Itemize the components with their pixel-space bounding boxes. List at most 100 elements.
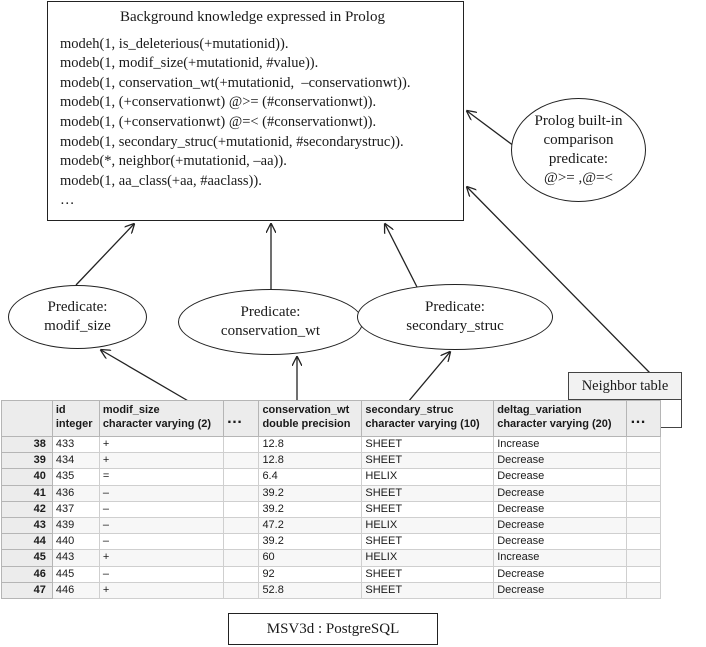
cell-secondary-struc[interactable]: HELIX — [361, 549, 495, 567]
cell-conservation-wt[interactable]: 12.8 — [258, 435, 363, 454]
cell-modif-size[interactable]: – — [98, 500, 224, 518]
cell-conservation-wt[interactable]: 39.2 — [258, 533, 363, 551]
cell-ellipsis[interactable] — [222, 435, 260, 454]
cell-rownum: 46 — [1, 565, 53, 583]
cell-id[interactable]: 436 — [51, 484, 100, 502]
cell-ellipsis[interactable] — [222, 549, 260, 567]
cell-deltag-variation[interactable]: Increase — [493, 549, 627, 567]
cell-secondary-struc[interactable]: HELIX — [361, 468, 495, 486]
cell-ellipsis[interactable] — [222, 565, 260, 583]
cell-conservation-wt[interactable]: 39.2 — [258, 500, 363, 518]
cell-modif-size[interactable]: – — [98, 533, 224, 551]
cell-deltag-variation[interactable]: Decrease — [493, 500, 627, 518]
cell-ellipsis[interactable] — [625, 435, 662, 454]
cell-deltag-variation[interactable]: Decrease — [493, 516, 627, 535]
cell-ellipsis[interactable] — [222, 581, 260, 599]
cell-modif-size[interactable]: – — [98, 516, 224, 535]
prolog-line: modeb(1, conservation_wt(+mutationid, –c… — [60, 74, 411, 91]
cell-ellipsis[interactable] — [625, 565, 662, 583]
cell-deltag-variation[interactable]: Decrease — [493, 452, 627, 470]
cell-modif-size[interactable]: + — [98, 549, 224, 567]
predicate-conservation-wt-ellipse: Predicate: conservation_wt — [178, 289, 363, 355]
ellipse-label: predicate: — [548, 151, 609, 167]
prolog-line: … — [60, 192, 75, 209]
cell-secondary-struc[interactable]: SHEET — [361, 435, 495, 454]
cell-ellipsis[interactable] — [222, 452, 260, 470]
cell-secondary-struc[interactable]: HELIX — [361, 516, 495, 535]
cell-conservation-wt[interactable]: 47.2 — [258, 516, 363, 535]
cell-conservation-wt[interactable]: 52.8 — [258, 581, 363, 599]
database-caption: MSV3d : PostgreSQL — [228, 613, 438, 645]
cell-secondary-struc[interactable]: SHEET — [361, 565, 495, 583]
cell-ellipsis[interactable] — [625, 468, 662, 486]
ellipse-label: Predicate: — [47, 299, 108, 315]
cell-conservation-wt[interactable]: 92 — [258, 565, 363, 583]
cell-ellipsis[interactable] — [625, 581, 662, 599]
cell-deltag-variation[interactable]: Decrease — [493, 565, 627, 583]
cell-id[interactable]: 443 — [51, 549, 100, 567]
cell-secondary-struc[interactable]: SHEET — [361, 581, 495, 599]
prolog-line: modeh(1, is_deleterious(+mutationid)). — [60, 35, 289, 52]
cell-rownum: 40 — [1, 468, 53, 486]
cell-modif-size[interactable]: + — [98, 435, 224, 454]
prolog-line: modeb(*, neighbor(+mutationid, –aa)). — [60, 153, 287, 170]
cell-modif-size[interactable]: + — [98, 452, 224, 470]
cell-id[interactable]: 435 — [51, 468, 100, 486]
cell-id[interactable]: 439 — [51, 516, 100, 535]
cell-rownum: 47 — [1, 581, 53, 599]
cell-id[interactable]: 446 — [51, 581, 100, 599]
cell-secondary-struc[interactable]: SHEET — [361, 452, 495, 470]
cell-conservation-wt[interactable]: 60 — [258, 549, 363, 567]
cell-id[interactable]: 440 — [51, 533, 100, 551]
cell-conservation-wt[interactable]: 12.8 — [258, 452, 363, 470]
cell-ellipsis[interactable] — [222, 500, 260, 518]
cell-ellipsis[interactable] — [222, 468, 260, 486]
cell-deltag-variation[interactable]: Decrease — [493, 468, 627, 486]
cell-ellipsis[interactable] — [625, 533, 662, 551]
cell-ellipsis[interactable] — [222, 484, 260, 502]
cell-modif-size[interactable]: – — [98, 484, 224, 502]
cell-deltag-variation[interactable]: Increase — [493, 435, 627, 454]
cell-id[interactable]: 437 — [51, 500, 100, 518]
cell-conservation-wt[interactable]: 39.2 — [258, 484, 363, 502]
cell-modif-size[interactable]: – — [98, 565, 224, 583]
cell-deltag-variation[interactable]: Decrease — [493, 533, 627, 551]
cell-modif-size[interactable]: + — [98, 581, 224, 599]
cell-secondary-struc[interactable]: SHEET — [361, 484, 495, 502]
cell-ellipsis[interactable] — [625, 452, 662, 470]
cell-ellipsis[interactable] — [625, 549, 662, 567]
cell-ellipsis[interactable] — [625, 484, 662, 502]
cell-secondary-struc[interactable]: SHEET — [361, 500, 495, 518]
cell-ellipsis[interactable] — [625, 516, 662, 535]
cell-rownum: 39 — [1, 452, 53, 470]
cell-deltag-variation[interactable]: Decrease — [493, 484, 627, 502]
arrow-sec-to-prolog — [385, 224, 418, 288]
cell-modif-size[interactable]: = — [98, 468, 224, 486]
cell-id[interactable]: 445 — [51, 565, 100, 583]
cell-id[interactable]: 434 — [51, 452, 100, 470]
cell-ellipsis[interactable] — [222, 533, 260, 551]
cell-secondary-struc[interactable]: SHEET — [361, 533, 495, 551]
cell-ellipsis[interactable] — [222, 516, 260, 535]
cell-deltag-variation[interactable]: Decrease — [493, 581, 627, 599]
cell-conservation-wt[interactable]: 6.4 — [258, 468, 363, 486]
predicate-modif-size-ellipse: Predicate: modif_size — [8, 285, 147, 349]
cell-id[interactable]: 433 — [51, 435, 100, 454]
cell-ellipsis[interactable] — [625, 500, 662, 518]
ellipse-label: @>= ,@=< — [544, 170, 613, 186]
